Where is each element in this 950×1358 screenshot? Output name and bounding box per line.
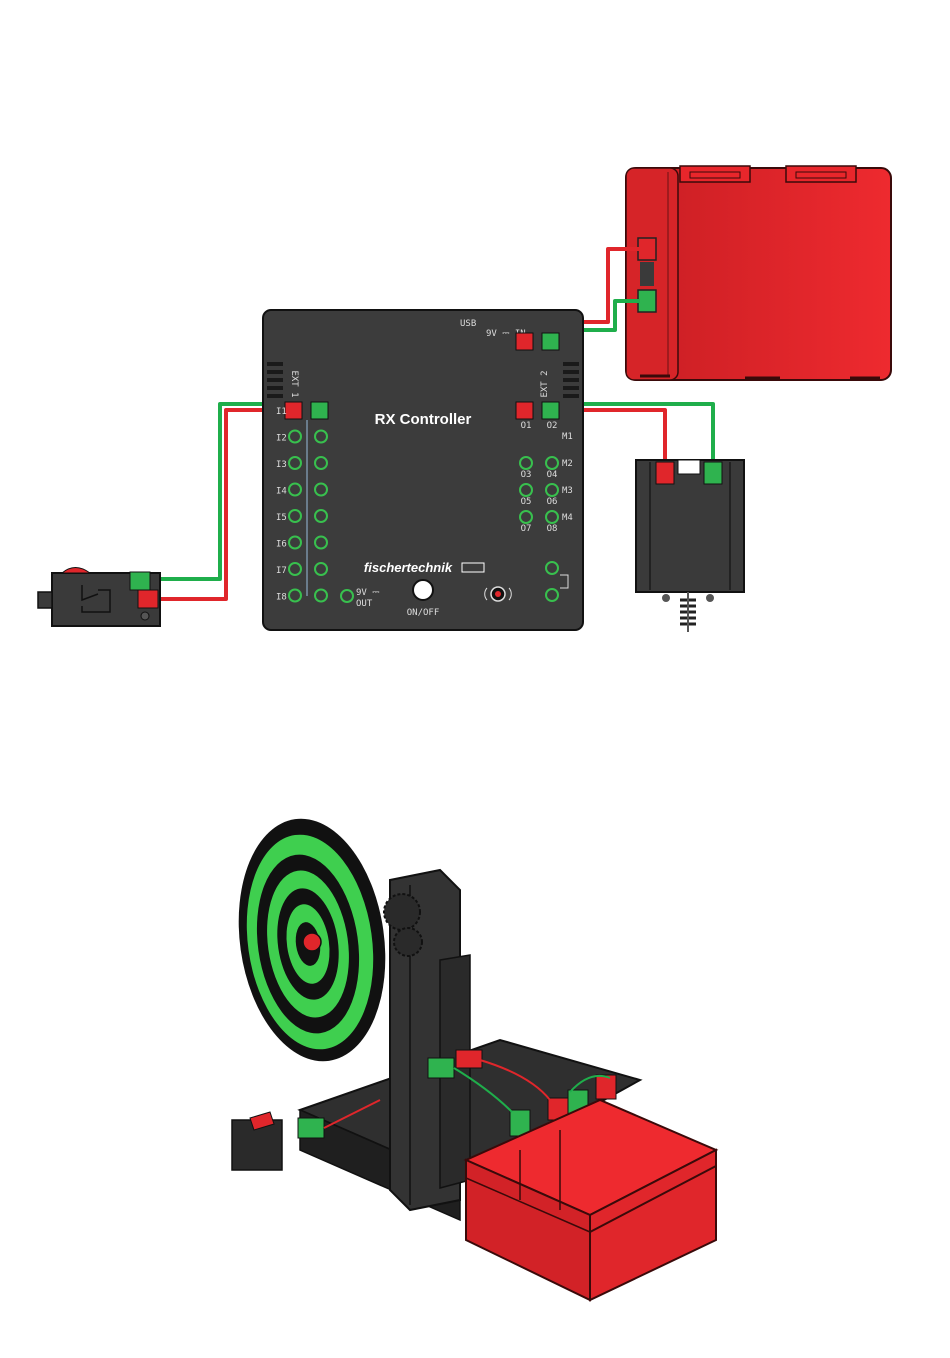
switch-icon — [38, 568, 160, 627]
motor-label-2: M2 — [562, 459, 573, 469]
controller-icon: RX Controller fischertechnik EXT 1 EXT 2… — [263, 310, 583, 630]
input-label-4: I4 — [276, 487, 287, 497]
input-label-1: I1 — [276, 407, 287, 417]
input-label-6: I6 — [276, 540, 287, 550]
motor-label-3: M3 — [562, 486, 573, 496]
input-label-3: I3 — [276, 460, 287, 470]
usb-label: USB — [460, 319, 476, 329]
brand-logo: fischertechnik — [364, 560, 453, 575]
input-label-8: I8 — [276, 593, 287, 603]
ext2-label: EXT 2 — [540, 370, 550, 397]
power-out-label: 9V ⎓ — [356, 588, 379, 598]
output-label-1: O1 — [521, 421, 532, 431]
controller-title: RX Controller — [375, 411, 472, 428]
power-out-sub-label: OUT — [356, 599, 373, 609]
input-label-2: I2 — [276, 434, 287, 444]
output-label-2: O2 — [547, 421, 558, 431]
output-label-6: O6 — [547, 497, 558, 507]
motor-icon — [636, 460, 744, 632]
output-label-4: O4 — [547, 470, 558, 480]
motor-label-1: M1 — [562, 432, 573, 442]
spiral-disk-model — [224, 809, 716, 1300]
output-label-7: O7 — [521, 524, 532, 534]
output-label-5: O5 — [521, 497, 532, 507]
ext1-label: EXT 1 — [289, 370, 299, 397]
spiral-disk-icon — [224, 809, 401, 1071]
input-label-7: I7 — [276, 566, 287, 576]
on-off-button[interactable] — [413, 580, 433, 600]
motor-label-4: M4 — [562, 513, 573, 523]
on-off-label: ON/OFF — [407, 608, 440, 618]
output-label-3: O3 — [521, 470, 532, 480]
input-label-5: I5 — [276, 513, 287, 523]
output-label-8: O8 — [547, 524, 558, 534]
battery-pack-icon — [626, 166, 891, 380]
